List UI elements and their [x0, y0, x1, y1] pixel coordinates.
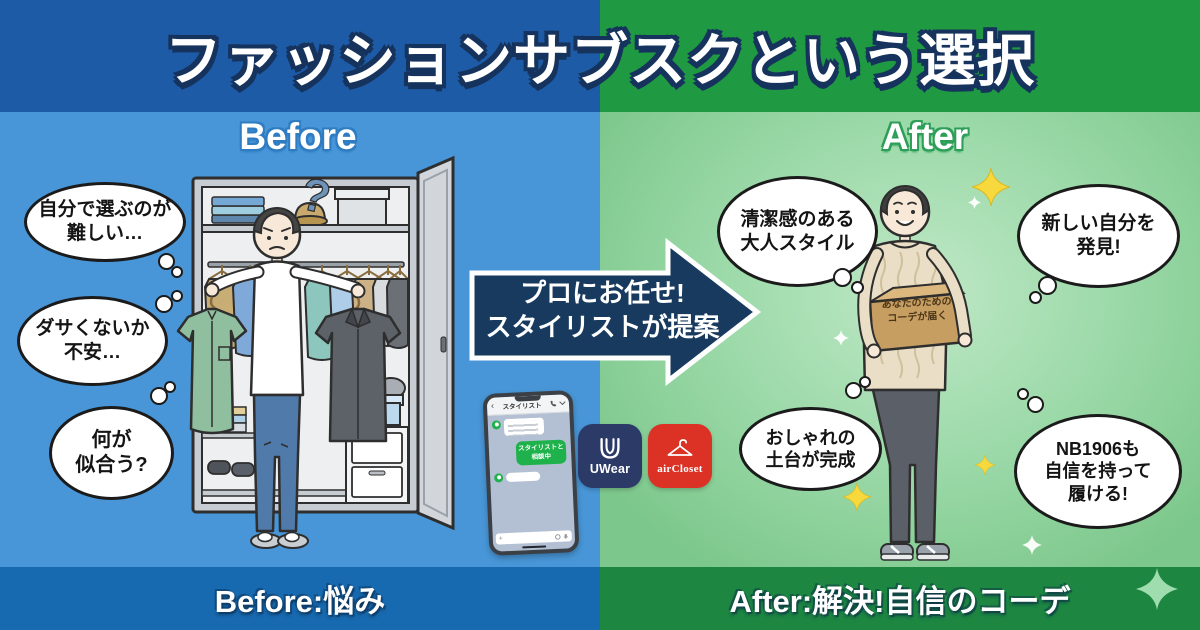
- thought-dot: [859, 376, 871, 388]
- thought-dot: [845, 382, 862, 399]
- after-label: After: [881, 116, 969, 157]
- closet-door: [416, 155, 455, 531]
- camera-icon: [555, 533, 561, 540]
- smartphone: ‹ スタイリスト スタイリストと 相談中 +: [482, 390, 580, 556]
- uwear-logo-icon: [600, 437, 620, 459]
- input-icons: [555, 533, 569, 540]
- transition-arrow: [469, 237, 762, 387]
- sparkle-icon: [1022, 535, 1042, 555]
- chat-input: +: [495, 530, 573, 545]
- thought-dot: [1017, 388, 1029, 400]
- received-message: [503, 417, 545, 437]
- banner-after-bg: [600, 0, 1200, 112]
- before-man: ?: [176, 166, 402, 549]
- thought-dot: [1038, 276, 1057, 295]
- sent-message: スタイリストと 相談中: [515, 439, 567, 466]
- chat-screen: ‹ スタイリスト スタイリストと 相談中 +: [486, 394, 576, 552]
- mic-icon: [563, 533, 569, 539]
- before-footer-text: Before:悩み: [214, 584, 386, 619]
- stylist-avatar: [493, 473, 504, 483]
- received-message: [505, 471, 541, 483]
- chat-header-icons: [550, 399, 566, 407]
- after-footer-text: After:解決!自信のコーデ: [729, 584, 1071, 619]
- thought-dot: [150, 387, 168, 405]
- thought-bubble: 自分で選ぶのが 難しい…: [24, 182, 186, 262]
- sparkle-icon: [972, 168, 1010, 206]
- after-illustration: [857, 185, 973, 561]
- thought-bubble: 清潔感のある 大人スタイル: [717, 176, 878, 287]
- plus-icon: +: [498, 535, 504, 543]
- pants: [871, 388, 941, 544]
- home-indicator: [522, 544, 547, 549]
- banner-before-bg: [0, 0, 600, 112]
- hanger-icon: [667, 439, 693, 456]
- chevron-down-icon: [559, 401, 566, 406]
- thought-dot: [851, 281, 864, 294]
- after-footer: After:解決!自信のコーデ: [600, 567, 1200, 630]
- thought-bubble: おしゃれの 土台が完成: [739, 407, 882, 491]
- uwear-app-icon: UWear: [578, 424, 642, 488]
- box-label: あなたのための コーデが届く: [881, 296, 952, 325]
- after-man: [857, 185, 973, 561]
- jeans: [252, 393, 302, 533]
- thought-dot: [1029, 291, 1042, 304]
- sparkle-icon: [1136, 568, 1178, 610]
- call-icon: [550, 400, 557, 407]
- aircloset-app-icon: airCloset: [648, 424, 712, 488]
- thought-dot: [833, 268, 852, 287]
- chat-header: ‹ スタイリスト: [486, 394, 570, 416]
- sparkle-icon: [968, 196, 981, 209]
- thought-dot: [171, 290, 183, 302]
- stylist-avatar: [491, 420, 502, 430]
- uwear-label: UWear: [589, 461, 631, 476]
- thought-dot: [155, 295, 173, 313]
- thought-bubble: 何が 似合う?: [49, 406, 174, 500]
- arrow-text: プロにお任せ! スタイリストが提案: [485, 278, 720, 342]
- thought-dot: [158, 253, 175, 270]
- thought-dot: [1027, 396, 1044, 413]
- aircloset-label: airCloset: [657, 463, 703, 475]
- thought-dot: [164, 381, 176, 393]
- page-title: ファッションサブスクという選択: [165, 29, 1035, 93]
- thought-dot: [171, 266, 183, 278]
- thought-bubble: NB1906も 自信を持って 履ける!: [1014, 414, 1182, 529]
- thought-bubble: 新しい自分を 発見!: [1017, 184, 1180, 288]
- sparkle-icon: [975, 455, 995, 475]
- thought-bubble: ダサくないか 不安…: [17, 296, 168, 386]
- before-illustration: ?: [176, 155, 455, 549]
- sparkle-icon: [843, 483, 871, 511]
- before-footer: Before:悩み: [0, 567, 600, 630]
- sparkle-icon: [833, 330, 849, 346]
- before-label: Before: [239, 116, 357, 157]
